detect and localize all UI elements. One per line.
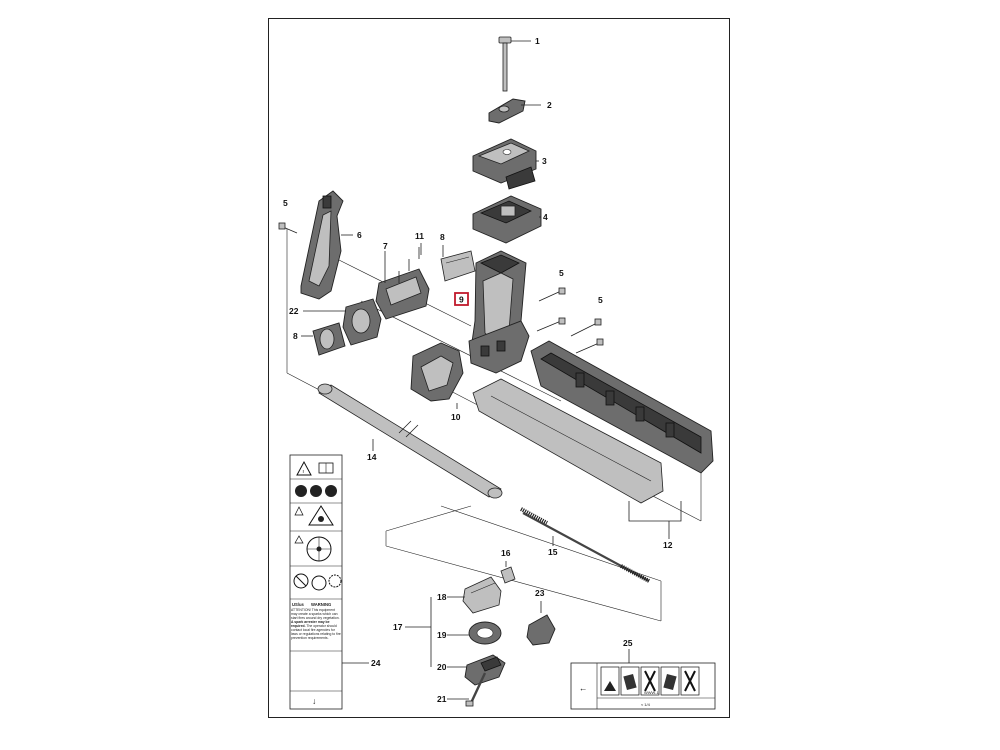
callout-18: 18: [437, 592, 447, 602]
part-6-bracket[interactable]: [300, 190, 344, 300]
callout-21: 21: [437, 694, 447, 704]
part-3-cover[interactable]: [472, 138, 537, 190]
callout-14: 14: [367, 452, 377, 462]
callout-8b: 8: [293, 331, 298, 341]
part-12-shaft-housing[interactable]: [472, 340, 714, 504]
callout-25: 25: [623, 638, 633, 648]
decal-25-sub-label: WWW-1: [644, 690, 660, 695]
callout-19: 19: [437, 630, 447, 640]
callout-15: 15: [548, 547, 558, 557]
callout-8a: 8: [440, 232, 445, 242]
callout-1: 1: [535, 36, 540, 46]
callout-3: 3: [542, 156, 547, 166]
part-19-ring[interactable]: [468, 621, 502, 645]
callout-22: 22: [289, 306, 299, 316]
callout-10: 10: [451, 412, 461, 422]
decal-25-arrow: ←: [579, 683, 588, 693]
callout-9[interactable]: 9: [459, 295, 464, 305]
callout-5a: 5: [283, 198, 288, 208]
callout-24: 24: [371, 658, 381, 668]
callout-12: 12: [663, 540, 673, 550]
part-14-tube[interactable]: [317, 383, 503, 499]
part-8-sleeve-bottom[interactable]: [312, 322, 346, 356]
decal-24-arrow: ↓: [312, 696, 316, 706]
callout-17: 17: [393, 622, 403, 632]
part-7-clamp[interactable]: [375, 268, 430, 320]
part-10-trigger-housing[interactable]: [410, 342, 464, 402]
part-22-coupling[interactable]: [342, 298, 382, 346]
part-25-control-decal[interactable]: ← WWW-1 ≈ 1/4: [570, 662, 716, 710]
callout-20: 20: [437, 662, 447, 672]
callout-9-highlight: [454, 292, 469, 306]
part-2-clip[interactable]: [488, 98, 526, 124]
callout-2: 2: [547, 100, 552, 110]
leader-lines: [301, 40, 682, 700]
callout-11: 11: [415, 231, 424, 241]
svg-text:!: !: [303, 469, 304, 474]
decal-24-line1: ATTENTION! This equipment may create a s…: [291, 608, 340, 620]
part-5-screws[interactable]: [278, 222, 604, 354]
part-16-nut[interactable]: [500, 566, 516, 584]
callout-5b: 5: [559, 268, 564, 278]
part-20-trigger-lever[interactable]: [464, 654, 506, 686]
decal-24-warning-label: WARNING: [311, 602, 331, 607]
part-24-warning-decal[interactable]: ! US/us WARNING ATTENTION! This equipmen…: [289, 454, 343, 710]
decal-24-line2: A spark arrester may be required.: [291, 620, 330, 628]
callout-6: 6: [357, 230, 362, 240]
exploded-parts-diagram: ! US/us WARNING ATTENTION! This equipmen…: [278, 36, 716, 710]
part-15-drive-shaft[interactable]: [520, 507, 650, 583]
part-9-handle[interactable]: [468, 250, 530, 374]
callout-7: 7: [383, 241, 388, 251]
part-4-housing[interactable]: [472, 195, 542, 244]
decal-24-lang: US/us: [292, 602, 305, 607]
decal-24-line3: The operator should contact local fire a…: [291, 624, 341, 640]
decal-25-bottom-text: ≈ 1/4: [641, 702, 651, 707]
diagram-frame: ! US/us WARNING ATTENTION! This equipmen…: [268, 18, 730, 718]
part-21-screw[interactable]: [465, 672, 487, 707]
part-8-sleeve-top[interactable]: [440, 250, 476, 282]
callout-labels: 1 2 3 4 5 5 5 6 7 8 8 9 10 11 12 14 15 1…: [283, 36, 673, 704]
part-23-lock[interactable]: [526, 614, 556, 646]
callout-5c: 5: [598, 295, 603, 305]
part-18-clamp-bracket[interactable]: [462, 576, 502, 614]
callout-4: 4: [543, 212, 548, 222]
callout-16: 16: [501, 548, 511, 558]
part-11-screws[interactable]: [398, 247, 420, 283]
callout-23: 23: [535, 588, 545, 598]
part-1-screw[interactable]: [498, 36, 512, 92]
